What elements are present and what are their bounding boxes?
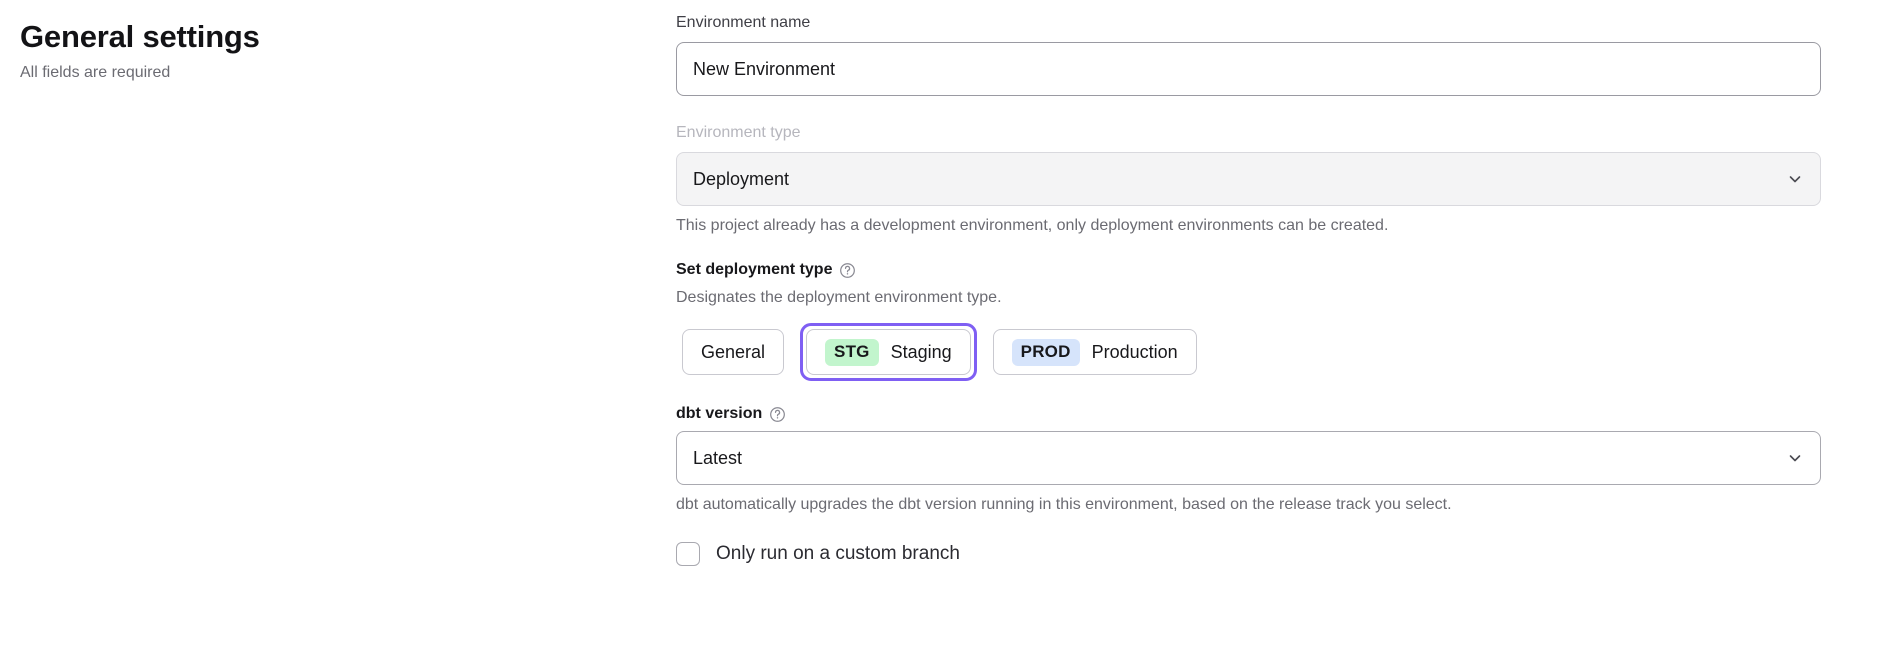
dbt-version-field: dbt version Latest dbt automatica (676, 403, 1821, 516)
environment-type-label: Environment type (676, 124, 801, 141)
staging-badge: STG (825, 338, 879, 366)
environment-name-label: Environment name (676, 14, 811, 31)
question-circle-icon[interactable] (769, 406, 786, 423)
environment-type-value: Deployment (693, 168, 790, 189)
page-title: General settings (20, 19, 260, 54)
environment-type-field: Environment type Deployment This project… (676, 122, 1821, 237)
deployment-type-options: General STG Staging PROD Production (676, 323, 1821, 381)
environment-type-helper-text: This project already has a development e… (676, 217, 1389, 234)
deployment-type-description: Designates the deployment environment ty… (676, 289, 1002, 306)
dbt-version-select[interactable]: Latest (676, 431, 1821, 485)
chevron-down-icon (1787, 450, 1803, 466)
custom-branch-checkbox[interactable] (676, 542, 700, 566)
question-circle-icon[interactable] (839, 262, 856, 279)
custom-branch-label[interactable]: Only run on a custom branch (716, 543, 960, 564)
deployment-type-field: Set deployment type Designates the deplo… (676, 259, 1821, 381)
deployment-option-staging[interactable]: STG Staging (806, 329, 971, 375)
environment-name-field: Environment name New Environment (676, 12, 1821, 96)
deployment-type-label-row: Set deployment type (676, 259, 1821, 281)
environment-name-input[interactable]: New Environment (676, 42, 1821, 96)
dbt-version-label-row: dbt version (676, 403, 1821, 425)
deployment-option-general-label: General (701, 341, 766, 362)
production-badge: PROD (1011, 338, 1080, 366)
deployment-option-general[interactable]: General (682, 329, 785, 375)
dbt-version-helper-text: dbt automatically upgrades the dbt versi… (676, 496, 1452, 513)
custom-branch-row[interactable]: Only run on a custom branch (676, 542, 1821, 566)
deployment-option-staging-wrapper: STG Staging (800, 323, 977, 381)
deployment-type-label: Set deployment type (676, 261, 833, 278)
deployment-option-general-wrapper: General (676, 323, 790, 381)
deployment-option-production[interactable]: PROD Production (992, 329, 1197, 375)
settings-form-column: Environment name New Environment Environ… (676, 0, 1856, 566)
environment-type-select[interactable]: Deployment (676, 152, 1821, 206)
settings-intro-column: General settings All fields are required (0, 0, 676, 84)
deployment-option-production-label: Production (1091, 341, 1178, 362)
dbt-version-value: Latest (693, 447, 743, 468)
dbt-version-label: dbt version (676, 405, 763, 422)
deployment-option-production-wrapper: PROD Production (987, 323, 1203, 381)
page-subtitle: All fields are required (20, 64, 171, 81)
deployment-option-staging-label: Staging (890, 341, 952, 362)
chevron-down-icon (1787, 171, 1803, 187)
